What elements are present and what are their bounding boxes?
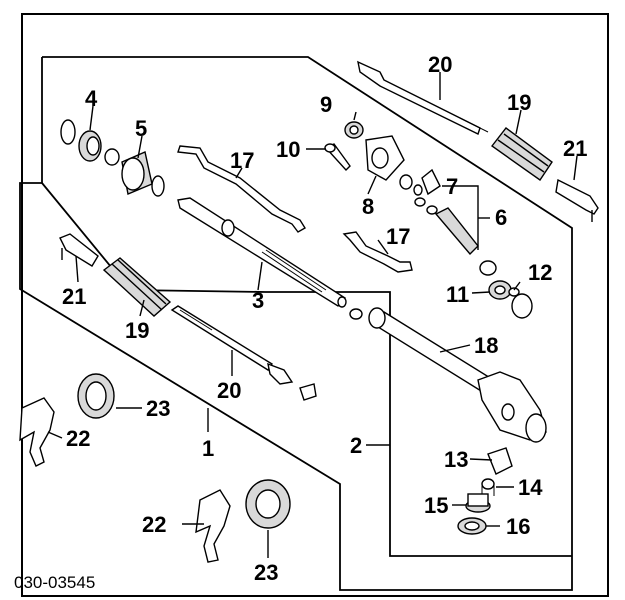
part-8-valve-housing [365,135,423,196]
callout-19-upper: 19 [507,90,531,115]
part-9-nut [344,121,364,139]
callout-23-upper: 23 [146,396,170,421]
callout-2: 2 [350,433,362,458]
part-16-lock-nut [457,517,487,535]
callout-22-upper: 22 [66,426,90,451]
callout-17-lower: 17 [386,224,410,249]
callout-1: 1 [202,436,214,461]
part-11-bearing [479,260,512,300]
part-19-boot-upper [490,127,553,181]
part-23-grommet-lower [245,479,291,529]
callout-18: 18 [474,333,498,358]
callout-labels: 4 5 17 3 20 19 21 9 10 8 7 6 17 11 12 18… [62,52,587,585]
part-17-tube-upper [177,145,306,233]
callout-14: 14 [518,475,543,500]
callout-22-lower: 22 [142,512,166,537]
callout-17-upper: 17 [230,148,254,173]
callout-10: 10 [276,137,300,162]
part-22-bracket-lower [195,489,231,563]
callout-20-upper: 20 [428,52,452,77]
part-4-seal [60,119,120,166]
part-23-grommet-upper [77,373,115,419]
callout-13: 13 [444,447,468,472]
part-20-tie-rod-upper [357,60,489,135]
part-15-adjuster [465,493,491,513]
part-17-tube-lower [342,231,413,273]
callout-15: 15 [424,493,448,518]
callout-12: 12 [528,260,552,285]
callout-4: 4 [85,86,98,111]
callout-9: 9 [320,92,332,117]
part-10-bolt [324,143,351,172]
part-7-o-rings [414,168,441,215]
callout-8: 8 [362,194,374,219]
callout-16: 16 [506,514,530,539]
callout-21-upper: 21 [563,136,587,161]
part-13-cover [487,447,513,475]
callout-3: 3 [252,288,264,313]
callout-21-lower: 21 [62,284,86,309]
part-22-bracket-upper [19,397,55,467]
part-5-bushing [121,151,165,197]
part-3-rack [177,197,347,308]
part-6-pinion-valve [434,207,479,256]
callout-5: 5 [135,116,147,141]
callout-6: 6 [495,205,507,230]
callout-7: 7 [446,174,458,199]
part-14-spring [481,478,495,496]
part-19-boot-lower [102,257,172,317]
diagram-code: 030-03545 [14,573,95,592]
part-12-seal [508,287,533,319]
callout-20-lower: 20 [217,378,241,403]
part-21-tie-rod-end-upper [555,178,599,222]
callout-11: 11 [446,282,469,307]
part-lock-plate [299,383,317,401]
callout-19-lower: 19 [125,318,149,343]
callout-23-lower: 23 [254,560,278,585]
part-21-tie-rod-end-lower [59,233,99,267]
assembly-boundary-1 [19,56,573,591]
leader-lines [47,72,578,558]
outer-frame [21,13,609,597]
part-18-gear-housing [349,307,547,443]
part-20-tie-rod-lower [170,305,294,385]
